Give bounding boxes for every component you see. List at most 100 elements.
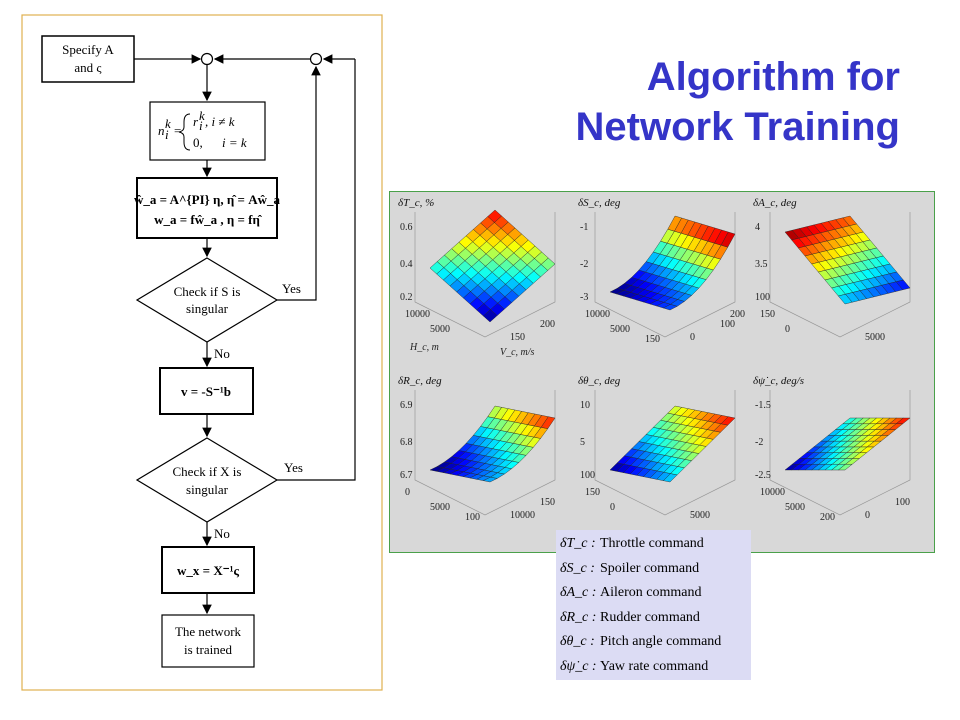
tick-label: 10000 [760, 487, 785, 498]
tick-label: 200 [540, 319, 555, 330]
legend-row: δS_c : Spoiler command [560, 557, 747, 582]
svg-text:i: i [199, 118, 203, 133]
no-s-label: No [214, 346, 230, 361]
check-x-line-2: singular [186, 482, 229, 497]
axis-box [414, 212, 556, 338]
legend-symbol: δA_c : [560, 585, 597, 600]
tick-label: 0 [405, 487, 410, 498]
junction-1 [200, 52, 214, 66]
legend-symbol: δT_c : [560, 536, 596, 551]
legend-row: δθ_c : Pitch angle command [560, 630, 747, 655]
no-x-label: No [214, 526, 230, 541]
legend-symbol: δψ̇_c : [560, 658, 597, 674]
plot-label: δR_c, deg [398, 375, 442, 387]
axis-box [769, 390, 911, 516]
wx-formula: w_x = X⁻¹ς [177, 563, 239, 578]
update-line-2: w_a = fŵ_a , η = fη̂ [154, 212, 263, 227]
legend-text: Spoiler command [600, 560, 700, 576]
svg-text:=: = [174, 123, 181, 138]
tick-label: 0.2 [400, 292, 413, 303]
tick-label: 5000 [430, 502, 450, 513]
tick-label: 0 [690, 332, 695, 343]
tick-label: 100 [580, 470, 595, 481]
tick-label: 10000 [405, 309, 430, 320]
svg-text:k: k [165, 116, 171, 131]
legend-text: Pitch angle command [600, 634, 722, 649]
v-formula: v = -S⁻¹b [181, 384, 231, 399]
axis-label-v: V_c, m/s [500, 347, 535, 358]
tick-label: 5000 [430, 324, 450, 335]
tick-label: 5000 [865, 332, 885, 343]
tick-label: 0.4 [400, 259, 413, 270]
tick-label: 150 [645, 334, 660, 345]
tick-label: 6.8 [400, 437, 413, 448]
flowchart: Specify A and ς n k i = r k i , i ≠ k 0,… [21, 14, 383, 691]
specify-line-2: and ς [74, 60, 102, 75]
tick-label: -2 [580, 259, 588, 270]
legend-text: Aileron command [600, 585, 702, 600]
wx-formula-box: w_x = X⁻¹ς [161, 546, 255, 594]
tick-label: 0 [610, 502, 615, 513]
tick-label: 10000 [585, 309, 610, 320]
tick-label: 5000 [690, 510, 710, 521]
check-s-line-2: singular [186, 301, 229, 316]
update-line-1: ŵ_a = A^{PI} η, η̂ = Aŵ_a [134, 192, 280, 207]
yes-x-label: Yes [284, 460, 303, 475]
plot-legend: δT_c :Throttle command δS_c : Spoiler com… [556, 530, 751, 680]
n-case-2-cond: i = k [222, 135, 247, 150]
flowchart-frame [21, 14, 383, 691]
legend-text: Yaw rate command [600, 658, 709, 674]
specify-line-1: Specify A [62, 42, 114, 57]
tick-label: -3 [580, 292, 588, 303]
tick-label: 0 [785, 324, 790, 335]
legend-text: Rudder command [600, 609, 700, 625]
trained-line-2: is trained [184, 642, 233, 657]
tick-label: 5000 [785, 502, 805, 513]
tick-label: 10 [580, 400, 590, 411]
tick-label: 0.6 [400, 222, 413, 233]
plot-label: δθ_c, deg [578, 375, 621, 387]
tick-label: 6.9 [400, 400, 413, 411]
yes-s-label: Yes [282, 281, 301, 296]
legend-row: δT_c :Throttle command [560, 532, 747, 557]
legend-row: δA_c :Aileron command [560, 581, 747, 606]
legend-symbol: δθ_c : [560, 634, 595, 649]
axis-label-h: H_c, m [409, 342, 439, 353]
legend-symbol: δS_c : [560, 560, 595, 576]
tick-label: 100 [720, 319, 735, 330]
plot-label: δψ̇_c, deg/s [753, 375, 804, 387]
tick-label: -1.5 [755, 400, 771, 411]
tick-label: 200 [820, 512, 835, 523]
axis-box [594, 212, 736, 338]
tick-label: 200 [730, 309, 745, 320]
plot-label: δS_c, deg [578, 197, 621, 209]
update-box: ŵ_a = A^{PI} η, η̂ = Aŵ_a w_a = fŵ_a , η… [134, 177, 280, 239]
tick-label: 150 [510, 332, 525, 343]
tick-label: 6.7 [400, 470, 413, 481]
tick-label: 100 [895, 497, 910, 508]
trained-line-1: The network [175, 624, 242, 639]
check-x-line-1: Check if X is [173, 464, 242, 479]
tick-label: 3.5 [755, 259, 768, 270]
tick-label: 150 [540, 497, 555, 508]
title-line-1: Algorithm for [646, 55, 900, 99]
junction-2 [309, 52, 323, 66]
n-formula-lhs: n [158, 123, 165, 138]
slide-title: Algorithm for Network Training [420, 52, 901, 152]
check-s-line-1: Check if S is [174, 284, 241, 299]
tick-label: 150 [760, 309, 775, 320]
legend-row: δψ̇_c :Yaw rate command [560, 655, 747, 680]
n-case-2: 0, [193, 135, 203, 150]
plot-label: δT_c, % [398, 197, 434, 209]
axis-box [414, 390, 556, 516]
tick-label: 10000 [510, 510, 535, 521]
specify-box: Specify A and ς [41, 35, 135, 83]
tick-label: 0 [865, 510, 870, 521]
tick-label: 5000 [610, 324, 630, 335]
surface-cell [895, 417, 911, 424]
check-x-diamond: Check if X is singular [135, 437, 279, 523]
